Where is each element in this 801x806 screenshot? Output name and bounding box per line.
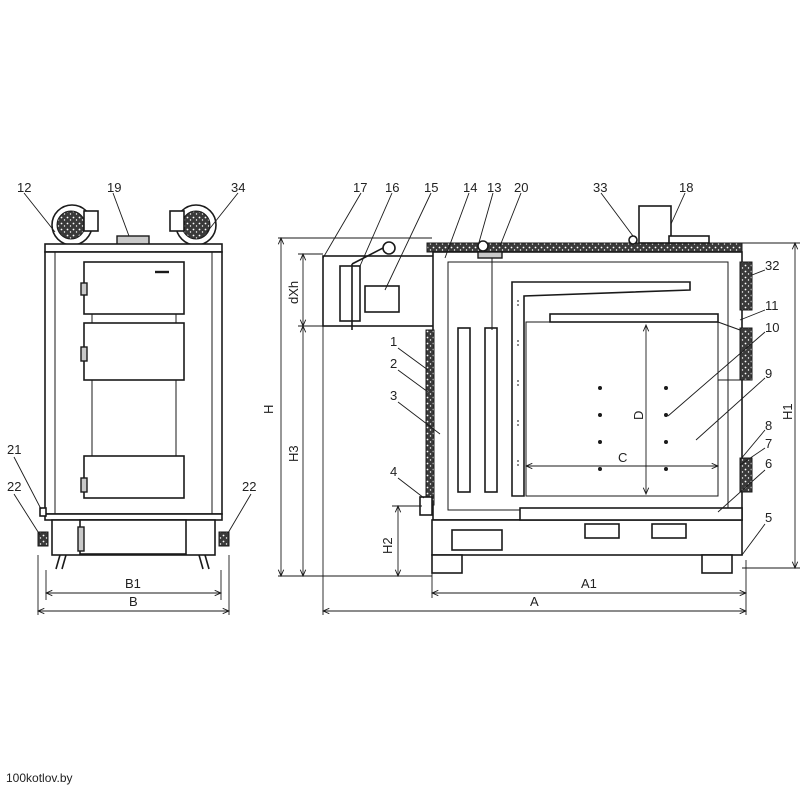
watermark: 100kotlov.by: [6, 771, 73, 785]
callout-15: 15: [424, 180, 438, 195]
dim-h3-label: H3: [286, 445, 301, 462]
callout-21: 21: [7, 442, 21, 457]
callout-5: 5: [765, 510, 772, 525]
front-door-bottom: [83, 455, 185, 499]
outlet-32: [739, 261, 753, 311]
dimension-labels: B1 B H H3 dXh H2 A1 A H1 C D: [125, 281, 795, 609]
fitting-22-left-icon: [37, 531, 49, 547]
callout-3: 3: [390, 388, 397, 403]
callout-8: 8: [765, 418, 772, 433]
callout-33: 33: [593, 180, 607, 195]
top-insulation: [426, 242, 743, 253]
front-insulation: [425, 329, 435, 506]
dim-a1-label: A1: [581, 576, 597, 591]
callout-11: 11: [765, 298, 779, 313]
front-door-top: [83, 261, 185, 315]
callout-22-right: 22: [242, 479, 256, 494]
front-door-middle: [83, 322, 185, 381]
dim-c-label: C: [618, 450, 627, 465]
callout-labels: 12 19 34 21 22 22 17 16 15 14 13 20 33 1…: [7, 180, 779, 525]
fan-12-icon: [51, 204, 99, 246]
flue-damper-15: [364, 285, 400, 313]
callout-2: 2: [390, 356, 397, 371]
dim-b-label: B: [129, 594, 138, 609]
fan-18-icon: [638, 205, 672, 244]
callout-9: 9: [765, 366, 772, 381]
callout-16: 16: [385, 180, 399, 195]
callout-17: 17: [353, 180, 367, 195]
baffle-right: [484, 327, 498, 493]
callout-1: 1: [390, 334, 397, 349]
callout-22-left: 22: [7, 479, 21, 494]
draft-regulator-16-icon: [382, 241, 396, 255]
callout-19: 19: [107, 180, 121, 195]
side-view: [278, 192, 800, 615]
dim-h2-label: H2: [380, 537, 395, 554]
fan-34-icon: [169, 204, 217, 246]
dim-d-label: D: [631, 411, 646, 420]
callout-32: 32: [765, 258, 779, 273]
dim-dxh-label: dXh: [286, 281, 301, 304]
dim-h-label: H: [261, 405, 276, 414]
front-top-lid: [44, 243, 223, 253]
baffle-plate-11: [549, 313, 719, 323]
fitting-22-right-icon: [218, 531, 230, 547]
callout-34: 34: [231, 180, 245, 195]
callout-20: 20: [514, 180, 528, 195]
sensor-33-icon: [628, 235, 638, 245]
callout-14: 14: [463, 180, 477, 195]
callout-12: 12: [17, 180, 31, 195]
callout-10: 10: [765, 320, 779, 335]
dim-a-label: A: [530, 594, 539, 609]
callout-7: 7: [765, 436, 772, 451]
outlet-10: [739, 327, 753, 381]
callout-6: 6: [765, 456, 772, 471]
dim-h1-label: H1: [780, 403, 795, 420]
callout-18: 18: [679, 180, 693, 195]
callout-4: 4: [390, 464, 397, 479]
baffle-left: [457, 327, 471, 493]
dim-b1-label: B1: [125, 576, 141, 591]
callout-13: 13: [487, 180, 501, 195]
front-view: [13, 192, 252, 615]
combustion-chamber-wall: [511, 281, 691, 497]
inlet-8: [739, 457, 753, 493]
